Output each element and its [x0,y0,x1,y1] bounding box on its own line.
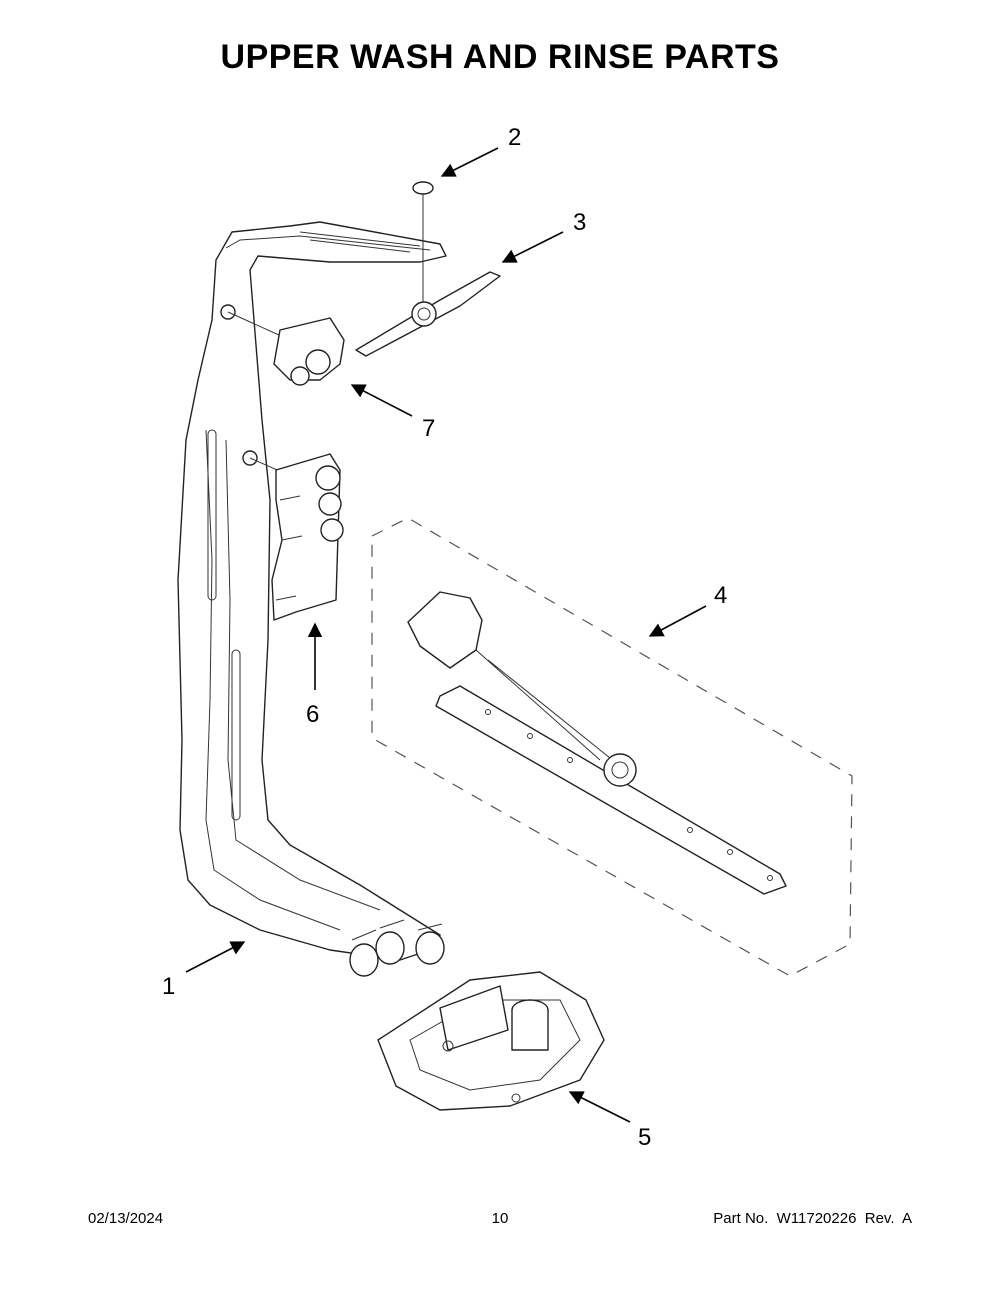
callout-5: 5 [638,1124,651,1151]
footer-date: 02/13/2024 [88,1210,164,1227]
footer-page-number: 10 [491,1210,509,1227]
callout-7: 7 [422,415,435,442]
part-7-valve[interactable] [227,311,345,386]
leader-1 [185,941,246,973]
leader-2 [440,147,499,177]
part-2-cap[interactable] [412,181,434,232]
part-6-bracket[interactable] [249,453,344,621]
callout-1: 1 [162,973,175,1000]
leader-5 [568,1091,631,1123]
part-5-sump-housing[interactable] [377,971,605,1111]
callout-2: 2 [508,124,521,151]
footer-part-number: Part No. W11720226 Rev. A [713,1210,912,1227]
leader-4 [648,605,707,637]
callout-3: 3 [573,209,586,236]
part-4-lower-spray-arm[interactable] [371,517,853,977]
leader-3 [501,231,564,263]
page-title: UPPER WASH AND RINSE PARTS [220,38,780,76]
callout-6: 6 [306,701,319,728]
part-3-upper-spray-arm[interactable] [355,232,501,357]
callout-4: 4 [714,582,727,609]
leader-7 [350,384,413,417]
